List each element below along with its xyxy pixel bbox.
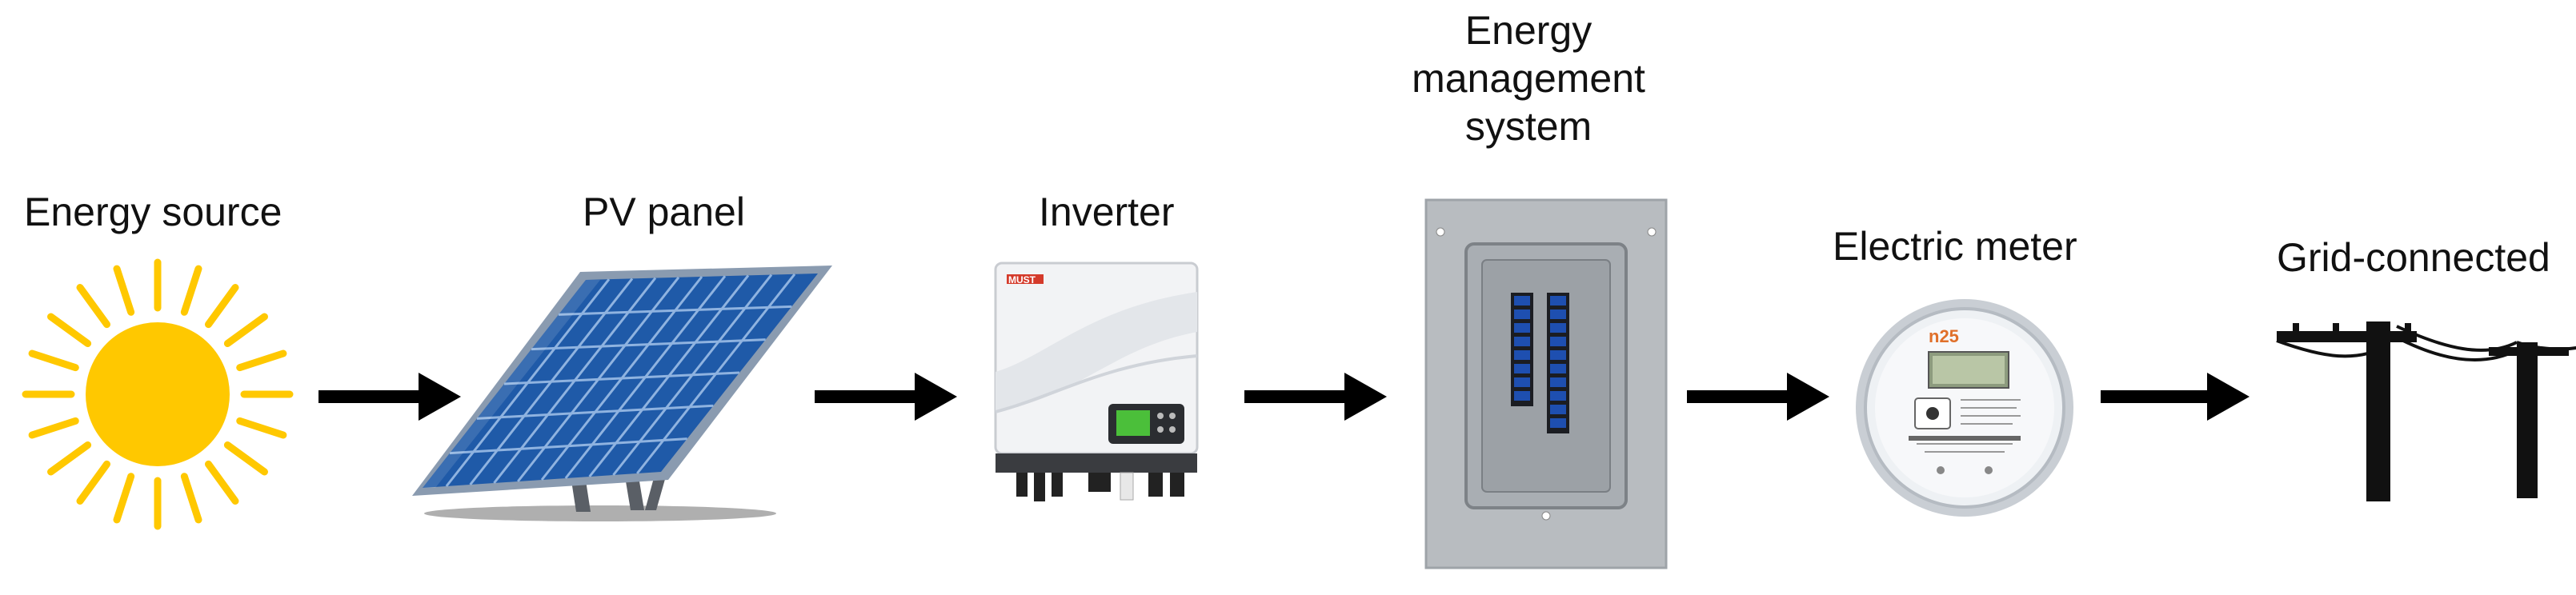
sun-ray xyxy=(76,284,111,329)
breaker-switch xyxy=(1514,323,1530,333)
arrow-inverter-to-ems xyxy=(1244,373,1387,421)
label-electric-meter: Electric meter xyxy=(1833,224,2077,269)
sun-icon xyxy=(22,258,294,530)
sun-ray xyxy=(47,313,92,348)
meter-brand: n25 xyxy=(1929,326,1959,346)
inverter-brand: MUST xyxy=(1008,274,1036,286)
breaker-switch xyxy=(1550,377,1566,387)
breaker-switch xyxy=(1550,323,1566,333)
breaker-switch xyxy=(1550,296,1566,305)
label-energy-source: Energy source xyxy=(24,190,282,234)
label-energy-management-system: Energy management system xyxy=(1412,8,1645,149)
breaker-switch xyxy=(1550,391,1566,401)
breaker-switch xyxy=(1550,350,1566,360)
arrow-panel-to-inverter xyxy=(815,373,957,421)
breaker-switch xyxy=(1514,364,1530,373)
arrow-sun-to-panel xyxy=(318,373,461,421)
sun-ray xyxy=(113,265,135,316)
sun-ray xyxy=(204,284,239,329)
sun-ray xyxy=(236,417,287,439)
breaker-switch xyxy=(1514,391,1530,401)
label-inverter: Inverter xyxy=(1039,190,1175,234)
label-pv-panel: PV panel xyxy=(583,190,745,234)
breaker-switch xyxy=(1514,350,1530,360)
breaker-switch xyxy=(1550,405,1566,414)
inverter-icon: MUST xyxy=(994,262,1199,501)
sun-ray xyxy=(113,473,135,524)
sun-ray xyxy=(28,417,79,439)
sun-ray xyxy=(223,313,268,348)
breaker-switch xyxy=(1514,309,1530,319)
electric-meter-icon: n25 xyxy=(1856,299,2073,517)
breaker-switch xyxy=(1514,337,1530,346)
label-grid-connected: Grid-connected xyxy=(2277,235,2550,280)
arrow-meter-to-grid xyxy=(2101,373,2249,421)
sun-ray xyxy=(28,349,79,372)
breaker-switch xyxy=(1550,337,1566,346)
sun-ray xyxy=(204,460,239,505)
sun-ray xyxy=(180,473,202,524)
breaker-switch xyxy=(1514,377,1530,387)
breaker-switch xyxy=(1550,364,1566,373)
breaker-switch xyxy=(1550,418,1566,428)
sun-ray xyxy=(76,460,111,505)
sun-ray xyxy=(47,441,92,476)
breaker-switch xyxy=(1514,296,1530,305)
pv-panel-icon xyxy=(412,266,832,521)
sun-ray xyxy=(236,349,287,372)
power-pole-icon xyxy=(2276,321,2576,501)
energy-management-panel-icon xyxy=(1424,198,1668,569)
sun-ray xyxy=(180,265,202,316)
breaker-switch xyxy=(1550,309,1566,319)
sun-ray xyxy=(223,441,268,476)
arrow-ems-to-meter xyxy=(1687,373,1829,421)
